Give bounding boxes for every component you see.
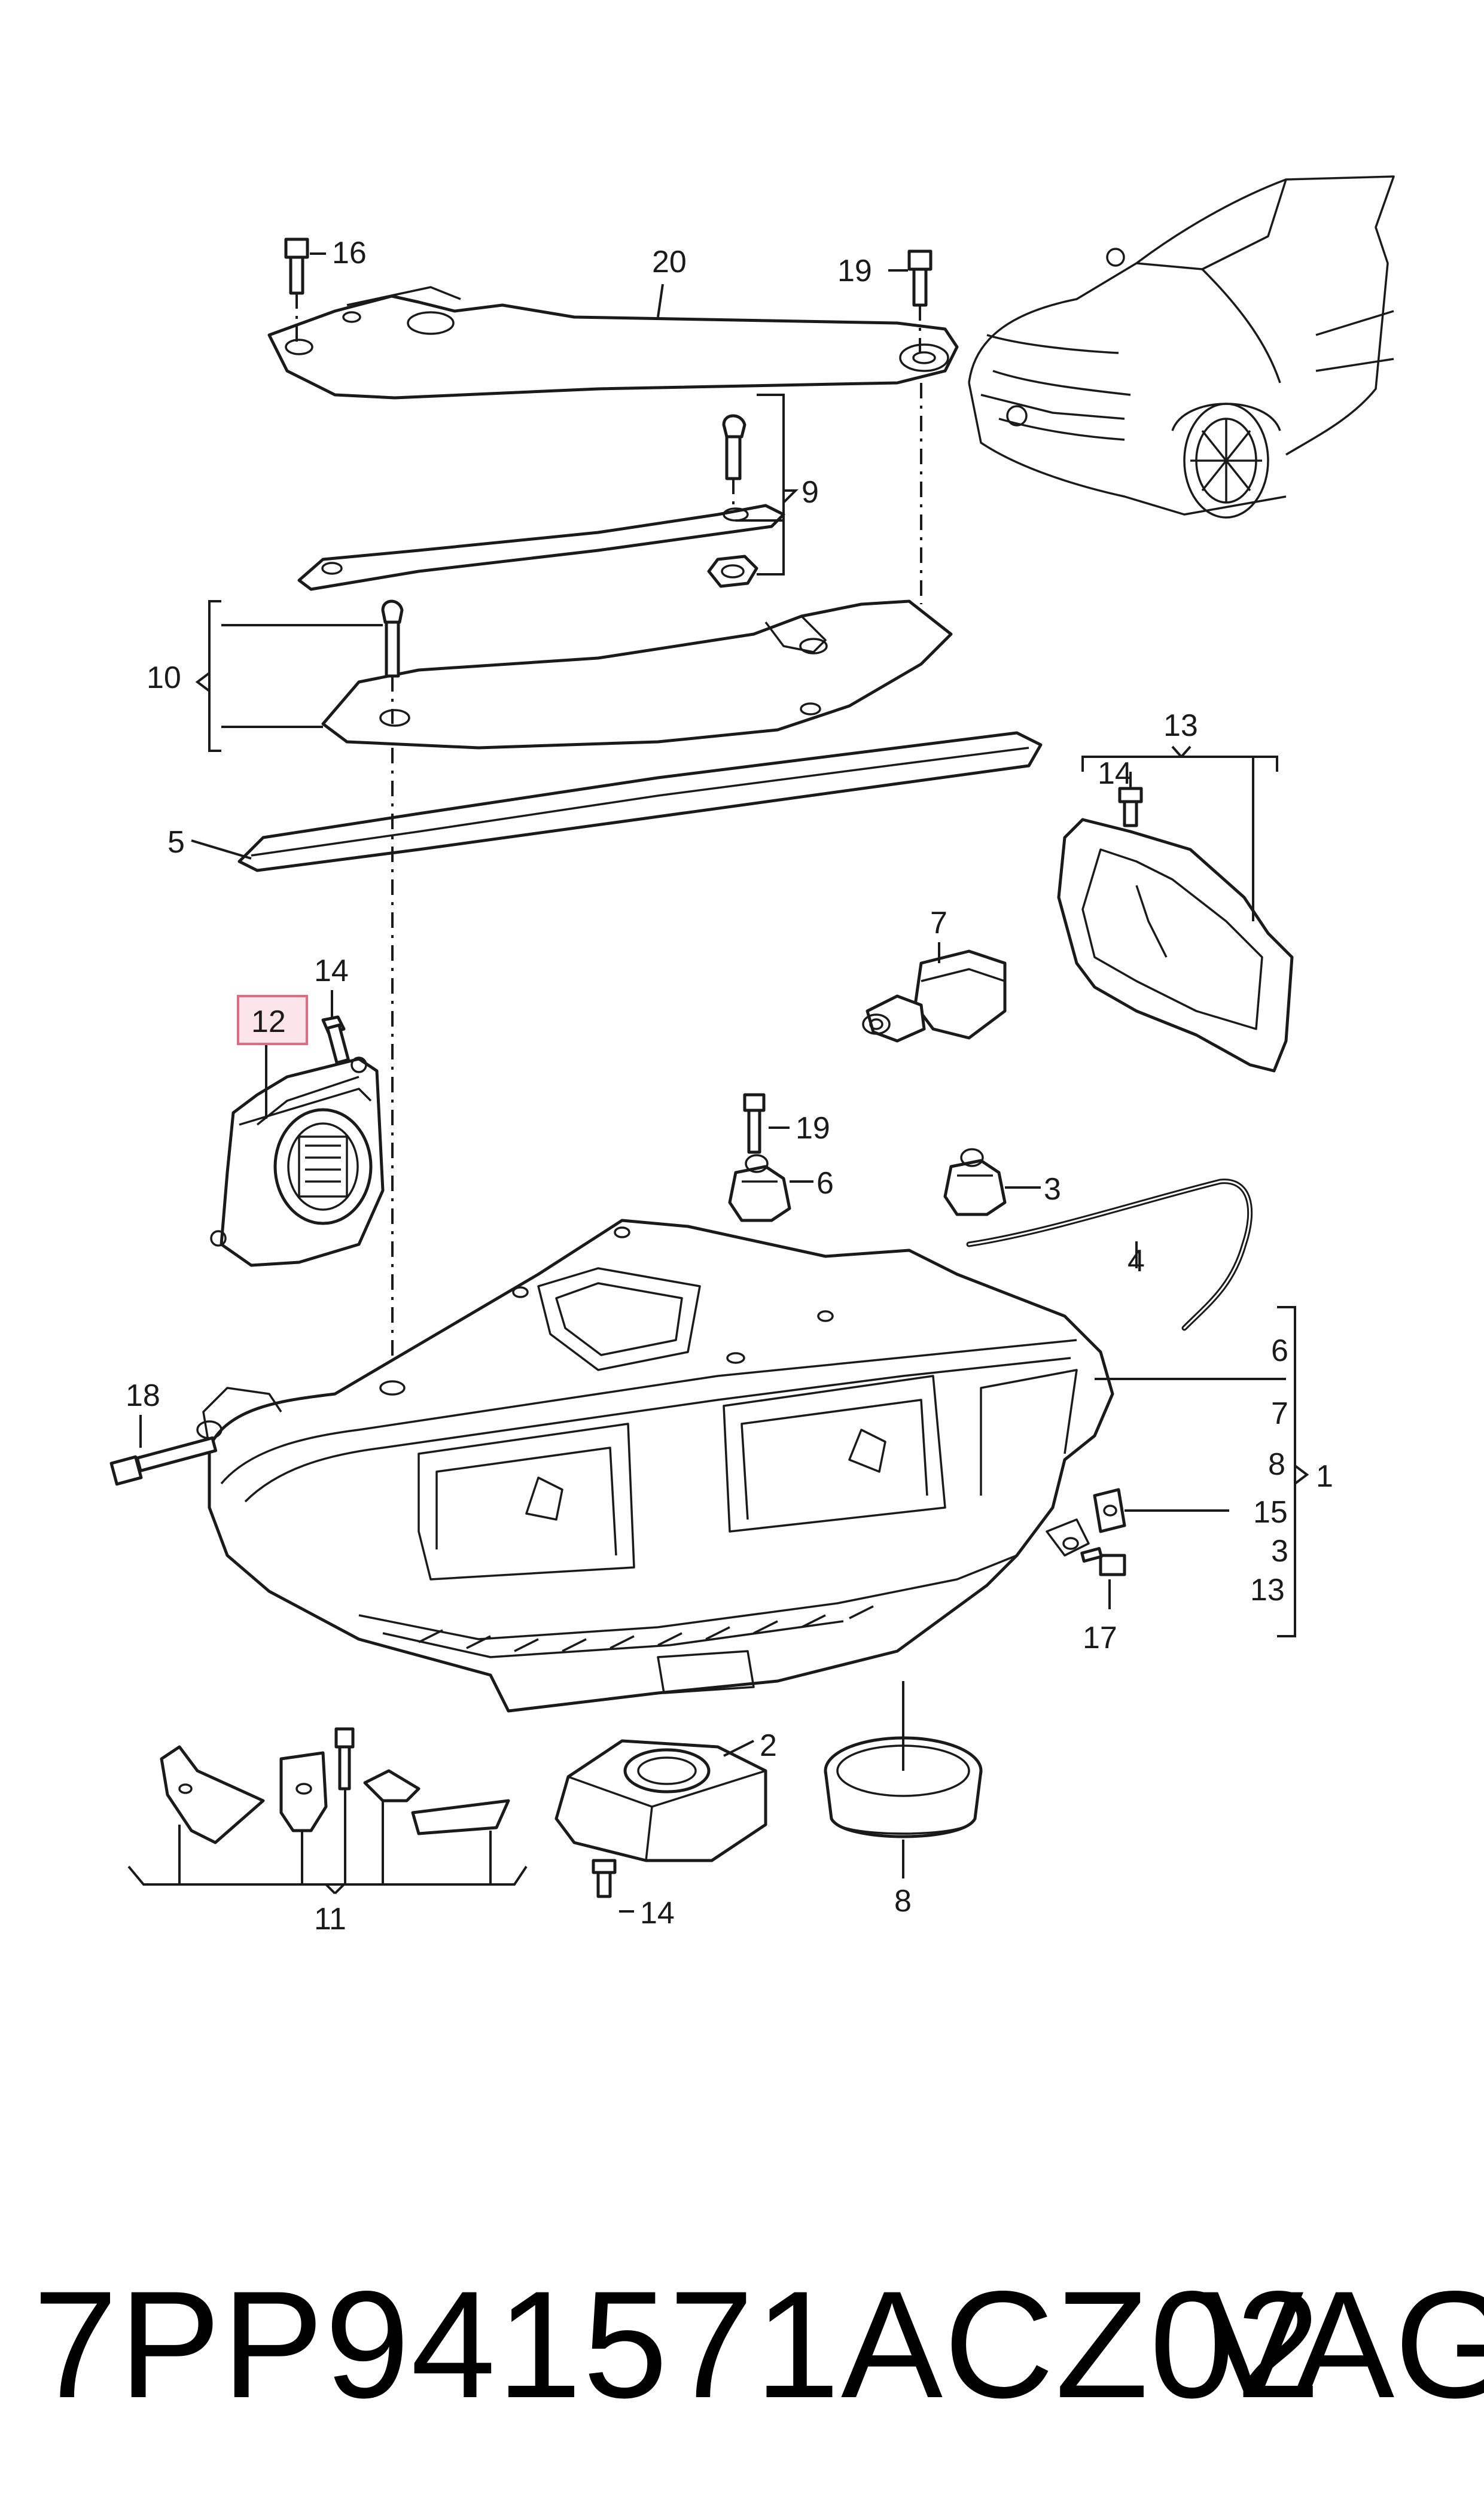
part-6-clip xyxy=(728,1154,791,1222)
part-2-ballast xyxy=(554,1739,767,1898)
bolt-19-lower xyxy=(743,1093,766,1154)
bolt-18 xyxy=(109,1436,218,1486)
part-4-cable xyxy=(966,1179,1253,1331)
callout-13: 13 xyxy=(1250,1573,1285,1607)
part-9-trim-strip xyxy=(297,414,785,591)
callout-18: 18 xyxy=(126,1378,160,1413)
callout-7: 7 xyxy=(1271,1396,1288,1431)
headlamp-assembly xyxy=(196,1219,1114,1713)
callout-17: 17 xyxy=(1083,1621,1117,1655)
callout-8: 8 xyxy=(1268,1447,1285,1482)
callout-7: 7 xyxy=(930,906,947,940)
callout-3: 3 xyxy=(1044,1172,1061,1207)
part-15-clip xyxy=(1093,1488,1126,1533)
car-illustration xyxy=(968,175,1395,519)
part-5-seal-strip xyxy=(237,731,1043,872)
callout-labels: 20 16 19 9 10 5 13 14 7 14 12 19 6 3 4 1… xyxy=(126,236,1333,1937)
callout-3: 3 xyxy=(1271,1534,1288,1569)
callout-2: 2 xyxy=(760,1728,777,1763)
part-number: 7PP941571ACZ02 xyxy=(33,2260,1322,2430)
part-11-bracket-set xyxy=(160,1727,510,1844)
highlight-box xyxy=(237,995,308,1045)
part-20-upper-bracket xyxy=(267,286,959,400)
callout-10: 10 xyxy=(147,660,181,695)
callout-6: 6 xyxy=(816,1166,834,1201)
leader-lines xyxy=(127,252,1309,1913)
callout-8: 8 xyxy=(894,1884,912,1919)
part-7-actuator xyxy=(862,949,1007,1043)
brand-label: VAG xyxy=(1202,2260,1484,2430)
callout-20: 20 xyxy=(652,245,687,279)
callout-9: 9 xyxy=(802,475,819,510)
part-12-control-module xyxy=(210,1015,385,1267)
callout-16: 16 xyxy=(332,236,367,270)
callout-4: 4 xyxy=(1128,1244,1145,1278)
callout-14: 14 xyxy=(1098,756,1132,791)
callout-5: 5 xyxy=(167,825,185,860)
part-13-housing-frame xyxy=(1057,787,1294,1073)
callout-1: 1 xyxy=(1316,1459,1333,1494)
callout-13: 13 xyxy=(1163,708,1198,743)
bolt-19-top xyxy=(907,249,933,353)
part-10-cover-plate xyxy=(321,599,953,750)
callout-14: 14 xyxy=(640,1896,675,1931)
callout-19: 19 xyxy=(796,1111,830,1146)
callout-19: 19 xyxy=(837,254,872,288)
part-3-clip xyxy=(943,1148,1007,1216)
callout-11: 11 xyxy=(314,1902,346,1937)
callout-15: 15 xyxy=(1253,1495,1288,1530)
bolt-17 xyxy=(1080,1546,1126,1576)
bolt-16 xyxy=(284,238,309,344)
callout-6: 6 xyxy=(1271,1333,1288,1368)
callout-12: 12 xyxy=(251,1004,286,1039)
callout-14: 14 xyxy=(314,954,349,988)
